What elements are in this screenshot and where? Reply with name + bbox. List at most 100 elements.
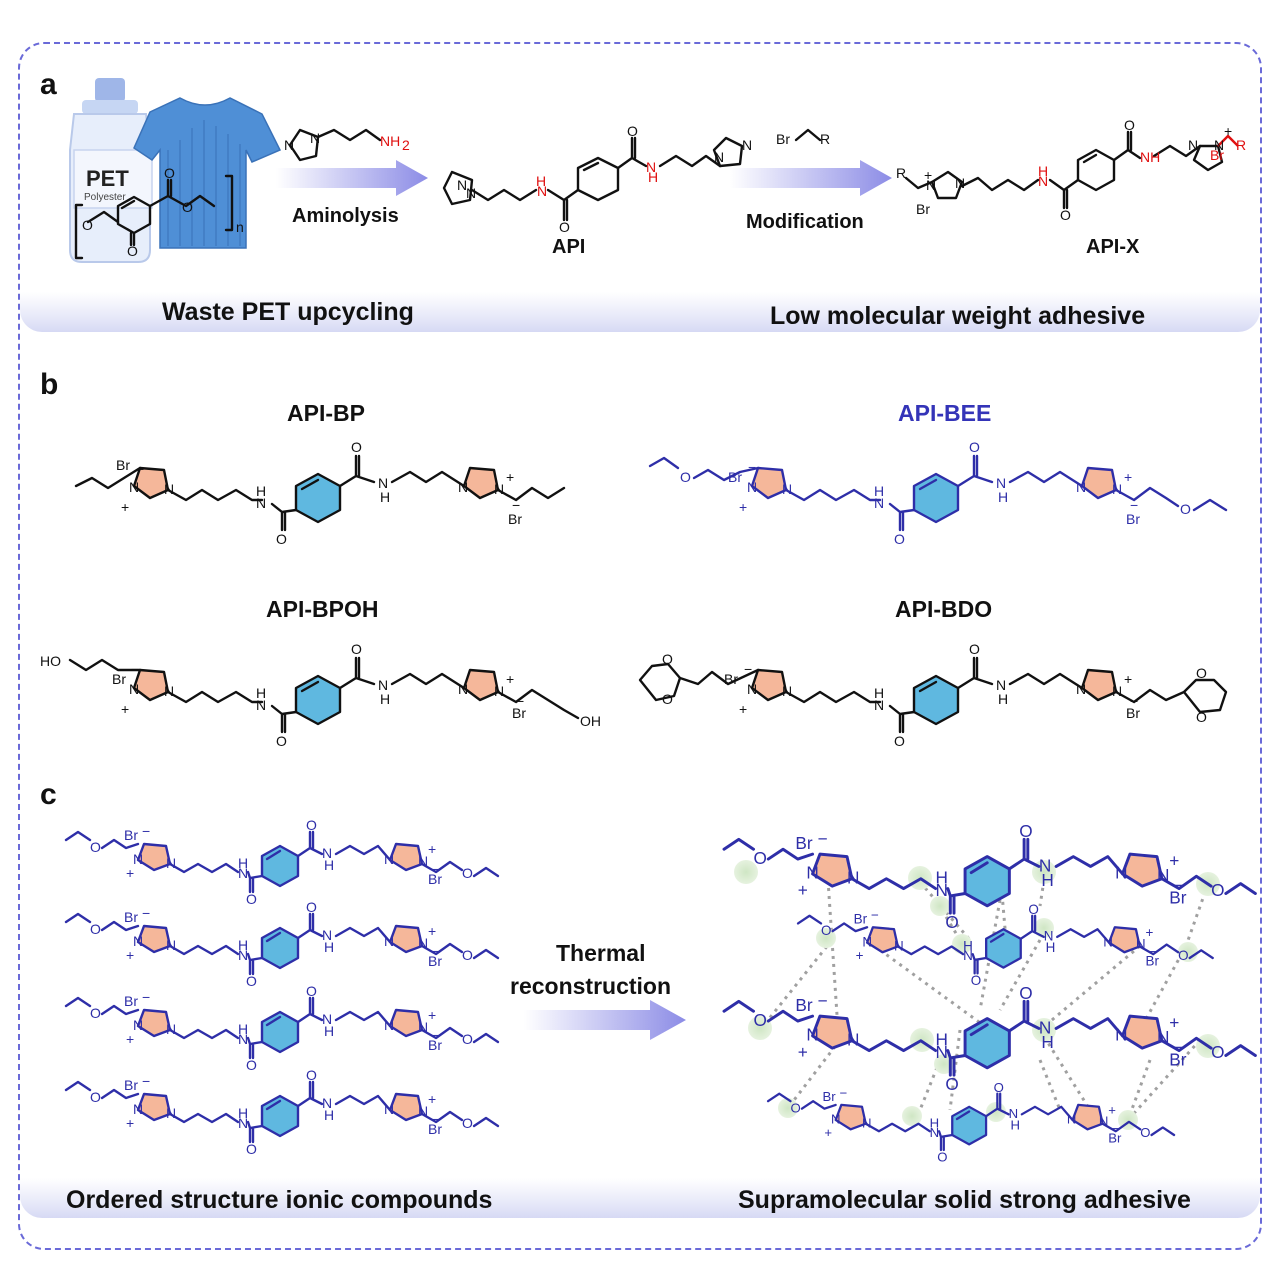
amide-n-left: N xyxy=(936,880,948,900)
n3-right: N xyxy=(1115,863,1127,883)
amide-h-right: H xyxy=(324,1023,334,1039)
bdo-carbonyl-o-right: O xyxy=(969,641,980,657)
n3-right: N xyxy=(384,1101,394,1117)
modification-arrow xyxy=(730,160,892,196)
api-x-carbonyl-o-left: O xyxy=(1060,207,1071,223)
bee-n1-left: N xyxy=(747,479,757,495)
n1-right: N xyxy=(418,1103,428,1119)
bee-ether-o-left: O xyxy=(680,469,691,485)
bp-n3-left: N xyxy=(164,481,174,497)
ether-o-left: O xyxy=(90,1089,101,1105)
api-x-br-right: Br xyxy=(1210,147,1224,163)
bee-minus-right: − xyxy=(1130,497,1138,513)
bdo-minus-left: − xyxy=(744,661,752,677)
ether-o-left: O xyxy=(754,848,767,868)
n3-right: N xyxy=(384,851,394,867)
plus-right: + xyxy=(428,1007,436,1023)
carbonyl-o-left: O xyxy=(246,973,257,989)
api-n-left-b: N xyxy=(466,185,476,201)
tshirt-icon xyxy=(133,97,282,249)
api-x-molecule xyxy=(904,130,1224,210)
amide-h-left: H xyxy=(238,855,248,871)
carbonyl-o-left: O xyxy=(246,891,257,907)
api-n-right-b: N xyxy=(742,137,752,153)
br-right: Br xyxy=(428,953,442,969)
minus-left: − xyxy=(817,828,827,848)
reagent1-nh2-sub: 2 xyxy=(402,137,410,153)
carbonyl-o-right: O xyxy=(306,899,317,915)
br-left: Br xyxy=(854,911,868,926)
carbonyl-o-right: O xyxy=(306,817,317,833)
amide-n-left: N xyxy=(963,948,973,963)
minus-left: − xyxy=(142,989,150,1005)
api-n-left-a: N xyxy=(457,177,467,193)
pet-ester-o2: O xyxy=(182,199,193,215)
bee-amide-h-left: H xyxy=(874,483,884,499)
panel-c-caption-band xyxy=(20,1178,1260,1218)
reconstruction-label: reconstruction xyxy=(510,973,672,999)
bdo-plus-right: + xyxy=(1124,671,1132,687)
br-left: Br xyxy=(124,993,138,1009)
bdo-carbonyl-o-left: O xyxy=(894,733,905,749)
amide-h-right: H xyxy=(1046,940,1056,955)
ether-o-right: O xyxy=(1178,948,1188,963)
aminolysis-label: Aminolysis xyxy=(292,205,399,227)
compound-title-api-bp: API-BP xyxy=(287,400,365,426)
n3-left: N xyxy=(166,855,176,871)
ether-o-right: O xyxy=(462,1031,473,1047)
amide-n-right: N xyxy=(322,1011,332,1027)
n3-right: N xyxy=(1103,934,1113,949)
api-x-n-left-b: N xyxy=(955,175,965,191)
plus-right: + xyxy=(1169,1012,1179,1032)
bp-amide-n-right: N xyxy=(378,475,388,491)
amide-h-right: H xyxy=(324,939,334,955)
bdo-dioxane-o1-right: O xyxy=(1196,665,1207,681)
bp-n3-right: N xyxy=(458,479,468,495)
bee-amide-n-left: N xyxy=(874,495,884,511)
ether-o-left: O xyxy=(754,1010,767,1030)
n3-right: N xyxy=(1115,1025,1127,1045)
bee-plus-left: + xyxy=(739,499,747,515)
bpoh-n1-left: N xyxy=(129,681,139,697)
n1-left: N xyxy=(133,1017,143,1033)
bpoh-n3-right: N xyxy=(458,681,468,697)
amide-n-right: N xyxy=(322,845,332,861)
api-x-plus-right: + xyxy=(1224,123,1232,139)
api-x-carbonyl-o-right: O xyxy=(1124,117,1135,133)
api-amide-n-right: N xyxy=(646,159,656,175)
bpoh-amide-n-right: N xyxy=(378,677,388,693)
bpoh-n1-right: N xyxy=(494,683,504,699)
plus-left: + xyxy=(126,1031,134,1047)
api-amide-h-right: H xyxy=(648,169,658,185)
api-amide-h-left: H xyxy=(536,173,546,189)
pet-repeat-unit xyxy=(74,174,234,260)
plus-right: + xyxy=(428,1091,436,1107)
pet-bottle-icon xyxy=(69,78,153,263)
compound-title-api-bee: API-BEE xyxy=(898,400,992,426)
panel-label-a: a xyxy=(40,68,57,101)
bp-plus-left: + xyxy=(121,499,129,515)
panel-label-c: c xyxy=(40,778,57,811)
amide-n-right: N xyxy=(1044,929,1054,944)
minus-right: − xyxy=(432,943,440,959)
amide-n-left: N xyxy=(238,1031,248,1047)
minus-right: − xyxy=(1112,1121,1120,1136)
bpoh-br-right: Br xyxy=(512,705,526,721)
polymer-subscript-n: n xyxy=(236,219,244,235)
amide-n-right: N xyxy=(1039,1017,1051,1037)
api-x-n-right-b: N xyxy=(1214,137,1224,153)
bpoh-br-left: Br xyxy=(112,671,126,687)
minus-left: − xyxy=(142,905,150,921)
thermal-label: Thermal xyxy=(556,940,646,966)
api-x-r-right: R xyxy=(1236,137,1246,153)
carbonyl-o-right: O xyxy=(1019,983,1032,1003)
caption-supramolecular-adhesive: Supramolecular solid strong adhesive xyxy=(738,1186,1191,1214)
api-x-n-left-a: N xyxy=(926,177,936,193)
reagent1-nh2: NH xyxy=(380,133,400,149)
n1-right: N xyxy=(1157,865,1169,885)
minus-left: − xyxy=(142,823,150,839)
bpoh-oh-right: OH xyxy=(580,713,601,729)
n1-left: N xyxy=(806,1025,818,1045)
